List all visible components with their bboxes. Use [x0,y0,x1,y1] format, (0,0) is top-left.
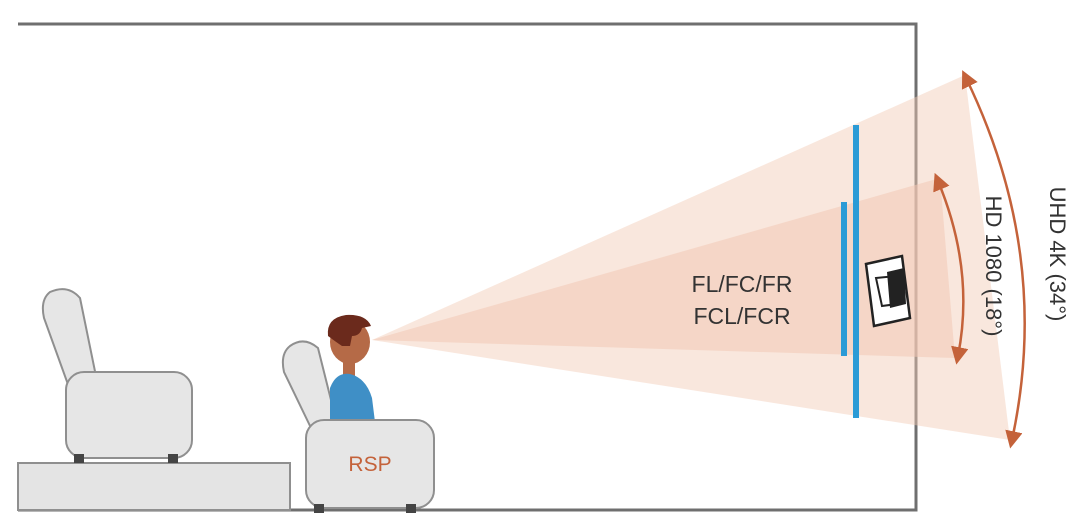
hd-angle-label: HD 1080 (18°) [981,196,1006,337]
front-seat-chair-back [281,340,340,432]
uhd-angle-label: UHD 4K (34°) [1045,187,1070,322]
seat-label: RSP [348,453,391,476]
hd-viewing-cone [372,178,955,358]
person-icon [327,314,375,422]
rear-seat-chair [41,288,193,463]
speaker-label-line1: FL/FC/FR [692,271,793,297]
speaker-icon [864,254,912,328]
riser-platform [17,462,291,511]
chair-icon [305,419,435,513]
hd-angle-arrow [933,172,969,365]
uhd-angle-arrow [961,70,1026,449]
speaker-label-line2: FCL/FCR [693,303,790,329]
